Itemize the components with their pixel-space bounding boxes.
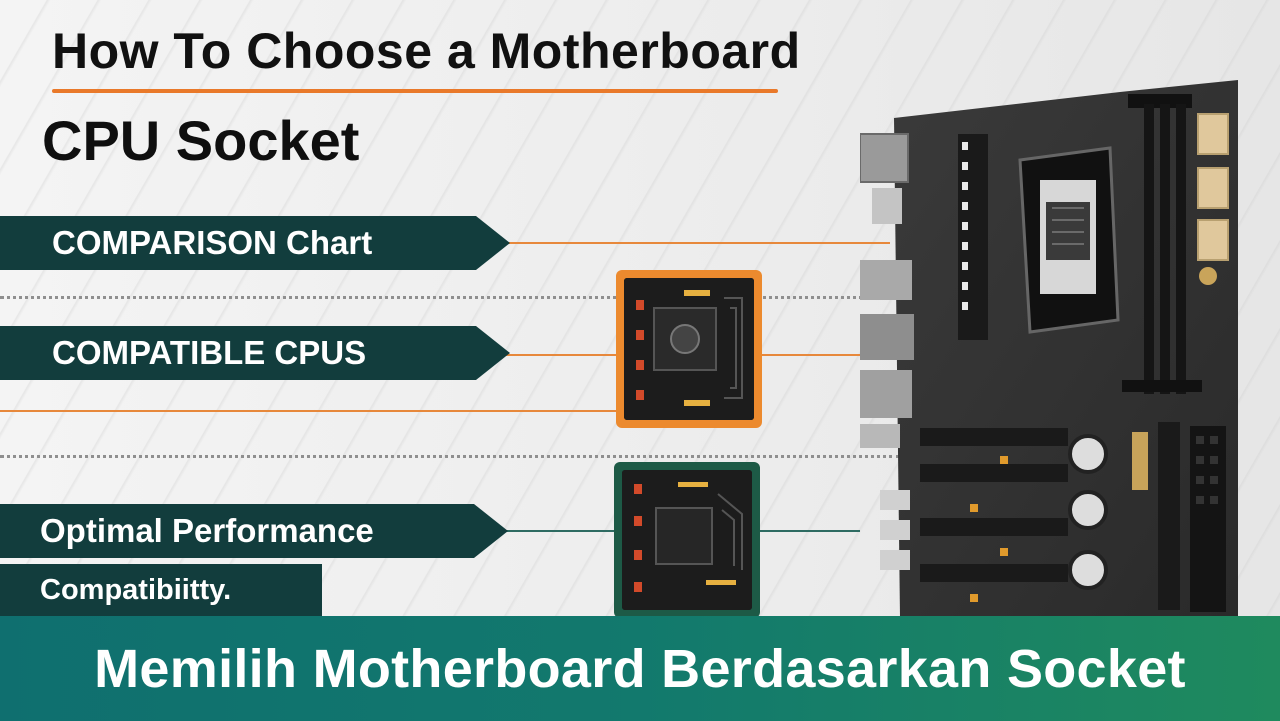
banner-compatible-cpus: COMPATIBLE CPUS: [0, 326, 510, 380]
banner-label: Optimal Performance: [40, 512, 374, 549]
dotted-divider: [0, 296, 900, 299]
circuit-chip-icon: [614, 462, 760, 618]
page-title: How To Choose a Motherboard: [52, 23, 801, 79]
banner-compatibility: Compatibiitty.: [0, 564, 322, 616]
page-subtitle: CPU Socket: [42, 109, 360, 172]
motherboard-image: [860, 80, 1238, 618]
cpu-chip-icon: [616, 270, 762, 428]
connector-line: [500, 530, 614, 532]
footer-text: Memilih Motherboard Berdasarkan Socket: [94, 638, 1186, 699]
connector-line: [0, 410, 616, 412]
connector-line: [500, 354, 616, 356]
banner-label: Compatibiitty.: [40, 573, 232, 606]
banner-optimal-performance: Optimal Performance: [0, 504, 508, 558]
connector-line: [760, 530, 860, 532]
cpu-chip-graphic: [624, 278, 754, 420]
footer-banner: Memilih Motherboard Berdasarkan Socket: [0, 616, 1280, 721]
circuit-chip-graphic: [622, 470, 752, 610]
connector-line: [762, 354, 862, 356]
banner-label: COMPATIBLE CPUS: [52, 334, 367, 371]
dotted-divider: [0, 455, 900, 458]
banner-comparison-chart: COMPARISON Chart: [0, 216, 510, 270]
banner-label: COMPARISON Chart: [52, 224, 373, 261]
connector-line: [500, 242, 890, 244]
title-underline: [52, 89, 778, 93]
